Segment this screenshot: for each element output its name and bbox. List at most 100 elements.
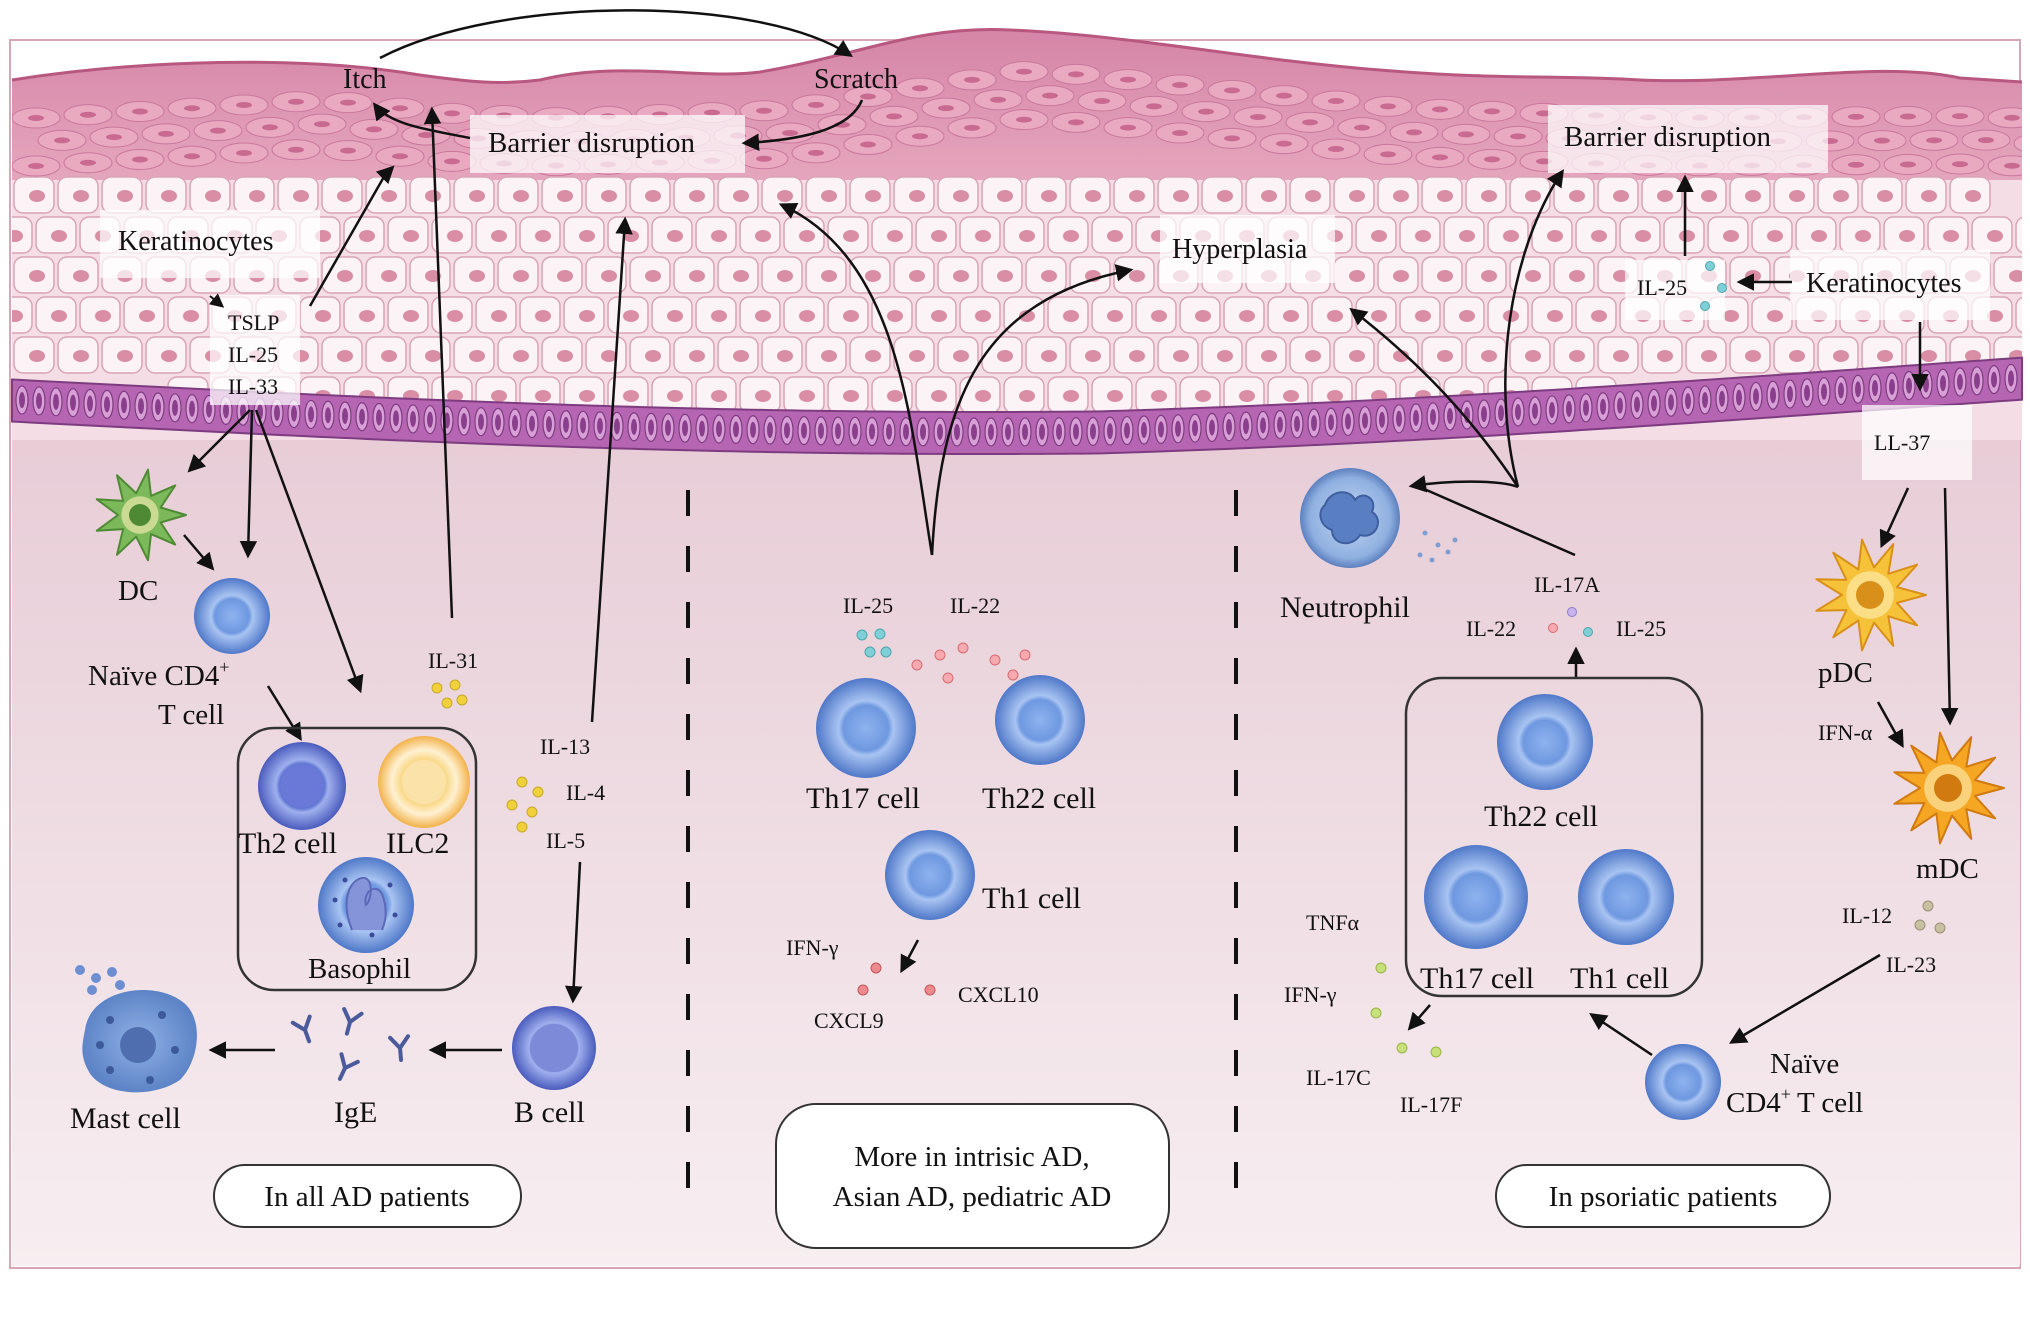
upper-keratinocyte	[1467, 100, 1517, 122]
upper-keratinocyte	[1207, 79, 1257, 101]
keratinocyte	[167, 296, 209, 334]
keratinocyte	[1333, 256, 1375, 294]
upper-keratinocyte	[167, 97, 217, 119]
keratinocyte	[871, 296, 913, 334]
naive-cd4-right-label-1: Naïve	[1770, 1048, 1839, 1080]
il17a-label: IL-17A	[1534, 572, 1600, 597]
upper-keratinocyte	[375, 97, 425, 119]
keratinocyte	[1201, 336, 1243, 374]
keratinocyte	[79, 296, 121, 334]
skin-surface	[11, 27, 2023, 84]
keratinocyte	[1553, 256, 1595, 294]
keratinocyte	[937, 256, 979, 294]
keratinocyte	[541, 336, 583, 374]
b-cell-label: B cell	[514, 1096, 585, 1129]
keratinocyte	[1069, 176, 1111, 214]
upper-keratinocyte	[89, 126, 139, 148]
keratinocyte	[893, 256, 935, 294]
upper-keratinocyte	[1363, 95, 1413, 117]
upper-keratinocyte	[1155, 122, 1205, 144]
upper-keratinocyte	[1103, 69, 1153, 91]
keratinocyte	[1135, 376, 1177, 414]
keratinocyte	[1465, 256, 1507, 294]
keratinocyte	[1421, 256, 1463, 294]
keratinocyte-arrow	[208, 293, 225, 308]
keratinocyte	[651, 296, 693, 334]
keratinocyte	[1839, 216, 1881, 254]
upper-keratinocyte	[1961, 129, 2011, 151]
b-cell-nucleus	[530, 1024, 578, 1072]
upper-keratinocyte	[427, 102, 477, 124]
keratinocyte	[1289, 176, 1331, 214]
il17f-label: IL-17F	[1400, 1092, 1462, 1117]
cxcl10-label: CXCL10	[958, 982, 1039, 1007]
upper-keratinocyte	[791, 142, 841, 164]
keratinocyte	[0, 257, 10, 293]
th22-mid-cell	[995, 675, 1085, 765]
tslp-to-itch-arrow	[308, 165, 395, 307]
keratinocyte	[1421, 176, 1463, 214]
upper-keratinocyte	[1987, 107, 2022, 129]
upper-keratinocyte	[973, 89, 1023, 111]
keratinocyte	[695, 296, 737, 334]
keratinocyte	[1641, 336, 1683, 374]
upper-keratinocyte	[1103, 117, 1153, 139]
keratinocyte	[1223, 296, 1265, 334]
upper-keratinocyte	[1129, 95, 1179, 117]
basal-layer	[11, 356, 2023, 456]
upper-keratinocyte	[219, 94, 269, 116]
keratinocyte	[453, 256, 495, 294]
keratinocyte	[321, 176, 363, 214]
keratinocyte	[783, 376, 825, 414]
il13-to-barrier-arrow	[590, 216, 633, 723]
keratinocyte	[1025, 256, 1067, 294]
naive-cd4-right-cell	[1645, 1044, 1721, 1120]
upper-keratinocyte	[1285, 111, 1335, 133]
keratinocyte	[13, 256, 55, 294]
naive-cd4-left-label-2: T cell	[158, 699, 224, 731]
upper-keratinocyte	[2013, 132, 2022, 154]
upper-keratinocyte	[349, 118, 399, 140]
keratinocyte	[1311, 296, 1353, 334]
keratinocyte	[475, 216, 517, 254]
keratinocyte	[0, 177, 10, 213]
keratinocyte	[1289, 336, 1331, 374]
th2-group-box	[236, 726, 478, 992]
keratinocyte	[1971, 216, 2013, 254]
keratinocyte	[2015, 216, 2022, 254]
naive-cd4-left-label: Naïve CD4+	[88, 657, 229, 692]
keratinocyte	[2015, 296, 2022, 334]
tnfa-label: TNFα	[1306, 910, 1360, 935]
keratinocyte	[1487, 216, 1529, 254]
keratinocyte	[1091, 376, 1133, 414]
ilc2-label: ILC2	[386, 827, 449, 860]
keratinocyte	[717, 256, 759, 294]
il25-left-label: IL-25	[228, 342, 278, 367]
keratinocyte	[1729, 256, 1771, 294]
upper-keratinocyte	[947, 117, 997, 139]
keratinocyte	[365, 256, 407, 294]
tslp-label: TSLP	[228, 310, 279, 335]
upper-keratinocyte	[1857, 130, 1907, 152]
keratinocyte	[101, 336, 143, 374]
upper-keratinocyte	[1337, 117, 1387, 139]
upper-keratinocyte	[219, 142, 269, 164]
th22-right-label: Th22 cell	[1484, 800, 1598, 833]
keratinocytes-left-label: Keratinocytes	[118, 226, 274, 257]
upper-keratinocyte	[1415, 146, 1465, 168]
upper-keratinocyte	[1155, 74, 1205, 96]
il13-label: IL-13	[540, 734, 590, 759]
ige-label: IgE	[334, 1096, 377, 1129]
keratinocyte	[673, 256, 715, 294]
upper-keratinocyte	[63, 152, 113, 174]
keratinocyte	[1949, 176, 1991, 214]
keratinocyte	[1113, 336, 1155, 374]
keratinocyte	[761, 176, 803, 214]
naive-cd4-right-label-2: CD4+T cell	[1726, 1084, 1863, 1119]
keratinocyte	[1047, 376, 1089, 414]
ll37-to-pdc-arrow	[1879, 487, 1910, 549]
upper-keratinocyte	[193, 120, 243, 142]
upper-keratinocyte	[1025, 85, 1075, 107]
keratinocyte	[12, 216, 33, 254]
